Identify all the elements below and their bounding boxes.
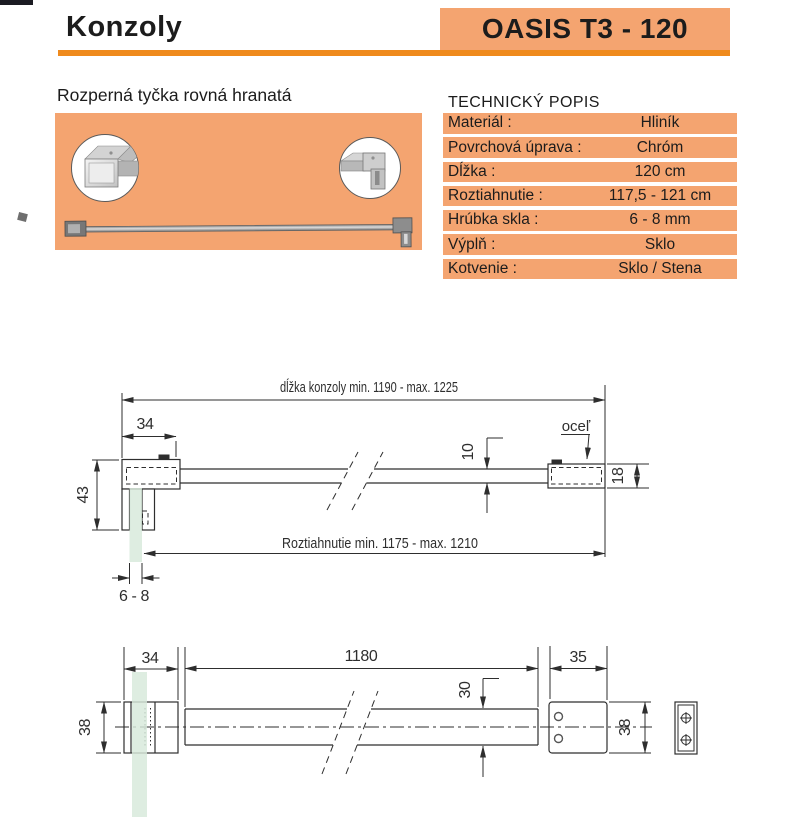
drawing-side-view: dĺžka konzoly min. 1190 - max. 1225 34 4…: [75, 378, 649, 605]
dim-bar-width: 30: [457, 678, 499, 777]
detail-inset-left: [71, 134, 139, 202]
dim-extension: Roztiahnutie min. 1175 - max. 1210: [143, 535, 606, 557]
dim-bar-thickness: 10: [460, 437, 503, 513]
dim-bar-length: 1180: [184, 647, 539, 707]
dim-overall-length-label: dĺžka konzoly min. 1190 - max. 1225: [280, 378, 458, 396]
dim-clamp-width-top: 34: [123, 647, 179, 700]
spec-row-filling: Výplň : Sklo: [443, 234, 737, 255]
screw-symbol: [680, 734, 692, 746]
drawing-top-view: 34 1180 35 38: [77, 646, 698, 817]
dim-6-8-label: 6 - 8: [119, 588, 150, 605]
product-code-badge: OASIS T3 - 120: [440, 8, 730, 50]
dim-43-label: 43: [75, 486, 92, 503]
dim-35-label: 35: [570, 649, 587, 666]
support-bar: [64, 217, 413, 248]
dim-wall-end-height: 18: [607, 463, 649, 489]
spec-row-length: Dĺžka : 120 cm: [443, 161, 737, 183]
dim-1180-label: 1180: [345, 648, 378, 665]
spec-value: 6 - 8 mm: [629, 211, 691, 229]
wall-end-side: [547, 459, 606, 489]
spec-label: Roztiahnutie :: [448, 187, 543, 205]
spec-table-heading: TECHNICKÝ POPIS: [448, 94, 600, 111]
bar-top: [184, 690, 539, 775]
product-photo: [55, 113, 422, 250]
dim-clamp-width-side: 34: [121, 416, 177, 457]
dim-38-right-label: 38: [617, 719, 634, 736]
detail-inset-right: [339, 137, 401, 199]
spec-row-surface: Povrchová úprava : Chróm: [443, 137, 737, 158]
spec-row-extension: Roztiahnutie : 117,5 - 121 cm: [443, 185, 737, 207]
glass-pane-top: [132, 672, 147, 817]
dim-30-label: 30: [457, 681, 474, 698]
technical-drawings: dĺžka konzoly min. 1190 - max. 1225 34 4…: [75, 378, 698, 817]
edge-mark: [17, 212, 28, 222]
spec-row-material: Materiál : Hliník: [443, 113, 737, 134]
spec-value: 120 cm: [634, 162, 686, 180]
break-lines: [321, 690, 379, 775]
spec-label: Materiál :: [448, 114, 512, 132]
dim-34-label: 34: [142, 650, 159, 667]
spec-row-glass-thickness: Hrúbka skla : 6 - 8 mm: [443, 210, 737, 231]
screw-symbol: [680, 712, 692, 724]
spec-value: Hliník: [640, 114, 680, 132]
product-photo-illustration: [64, 134, 413, 248]
spec-label: Povrchová úprava :: [448, 138, 582, 156]
header-rule: [58, 50, 730, 56]
dim-clamp-height: 43: [75, 459, 119, 531]
spec-label: Výplň :: [448, 235, 496, 253]
dim-glass-thickness: 6 - 8: [112, 563, 160, 605]
wall-plate: [674, 701, 698, 755]
spec-value: Sklo: [644, 235, 676, 253]
dim-34-label: 34: [137, 416, 154, 433]
dim-10-label: 10: [460, 443, 477, 460]
spec-label: Kotvenie :: [448, 260, 517, 278]
spec-value: Sklo / Stena: [618, 260, 702, 278]
dim-wall-end-width: 35: [549, 646, 608, 700]
steel-callout: oceľ: [561, 418, 591, 460]
glass-pane-side: [129, 488, 142, 562]
print-crop-mark: [0, 0, 33, 5]
dim-clamp-depth: 38: [77, 701, 121, 754]
spec-table: TECHNICKÝ POPIS Materiál : Hliník Povrch…: [443, 94, 737, 283]
glass-clamp-side: [121, 454, 181, 531]
spec-value: Chróm: [636, 138, 684, 156]
spec-row-anchoring: Kotvenie : Sklo / Stena: [443, 258, 737, 280]
dim-extension-label: Roztiahnutie min. 1175 - max. 1210: [282, 535, 478, 552]
dim-18-label: 18: [610, 467, 627, 484]
dim-overall-length: dĺžka konzoly min. 1190 - max. 1225: [121, 378, 606, 557]
page-title: Konzoly: [66, 11, 183, 43]
bar-side: [180, 451, 548, 511]
spec-value: 117,5 - 121 cm: [608, 187, 712, 205]
steel-label: oceľ: [562, 418, 591, 435]
spec-label: Hrúbka skla :: [448, 211, 539, 229]
spec-label: Dĺžka :: [448, 162, 496, 180]
dim-38-left-label: 38: [77, 719, 94, 736]
product-name: Rozperná tyčka rovná hranatá: [57, 85, 292, 105]
dim-wall-end-depth: 38: [609, 701, 651, 754]
break-lines: [326, 451, 384, 511]
